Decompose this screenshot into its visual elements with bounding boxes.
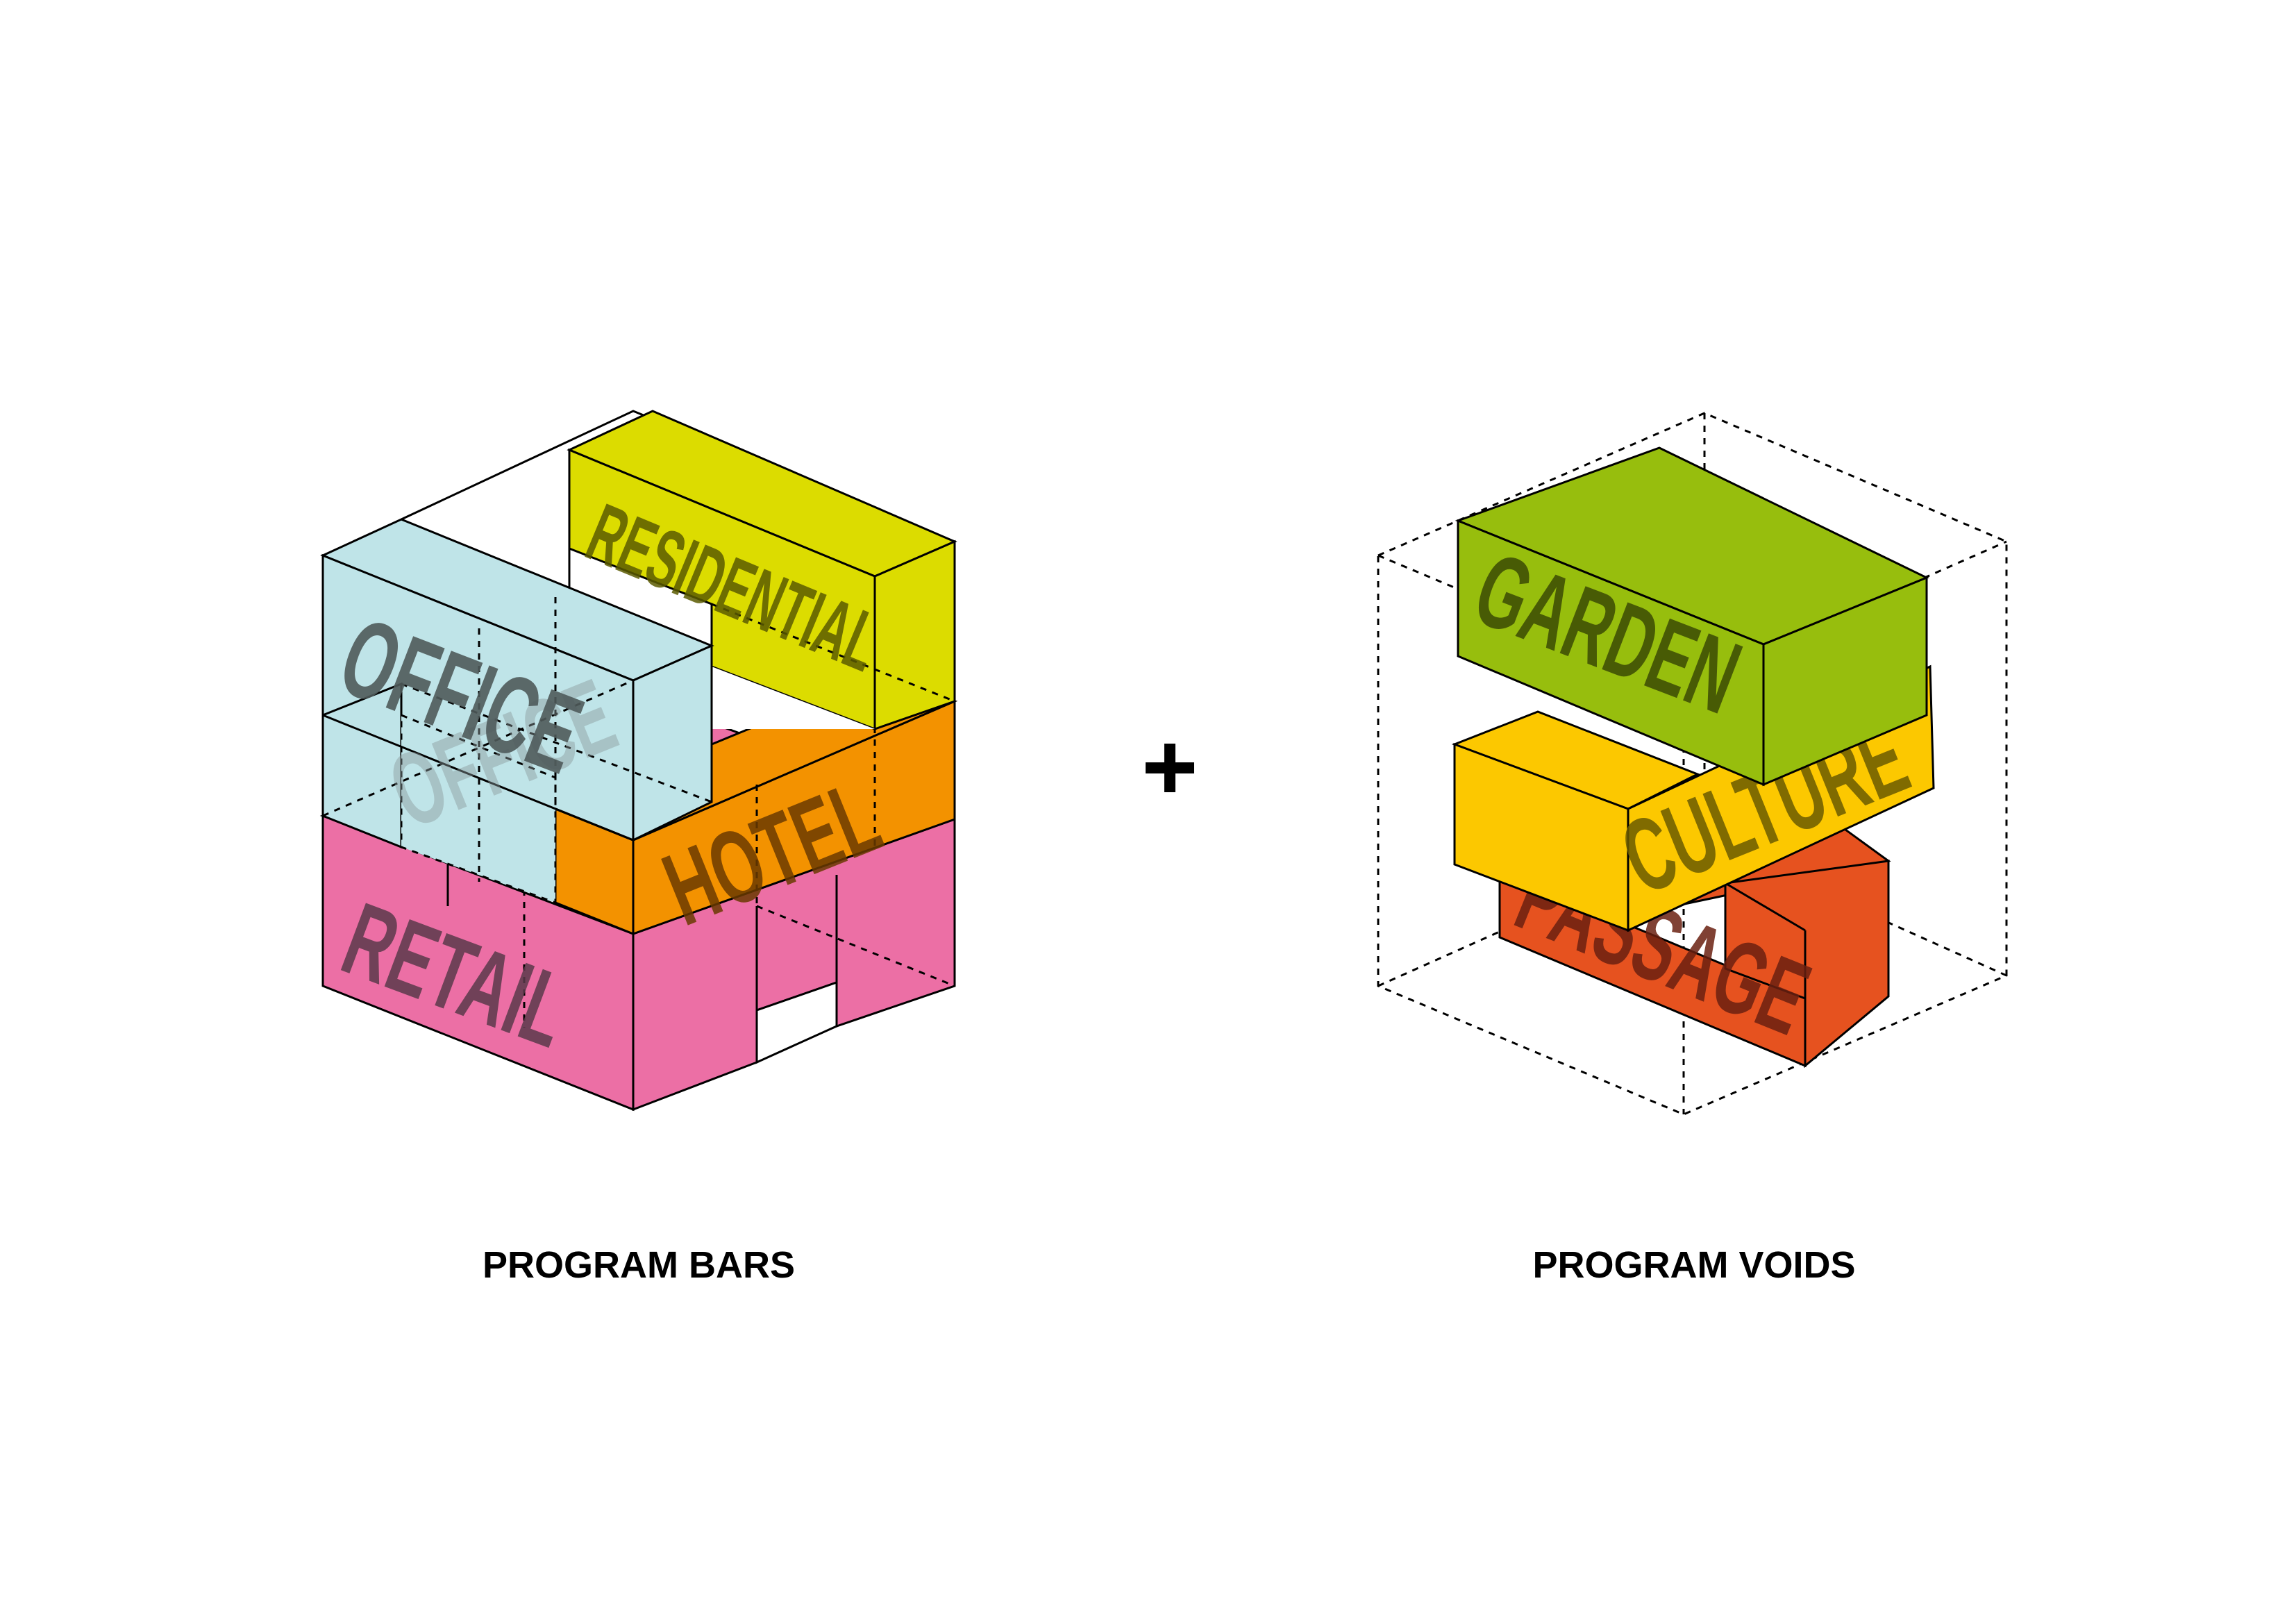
residential-side-face [873,539,956,731]
residential-bar: RESIDENTIAL [567,410,957,731]
residential-courtyard-void [712,667,875,729]
office-side-face [632,644,713,842]
retail-notch-void [755,980,838,1064]
passage-side-face [1724,860,1890,1069]
office-bar: OFFICE OFFICE [320,518,714,905]
garden-side-face [1762,576,1928,787]
program-voids-diagram: PASSAGE CULTURE GARDEN [1377,412,2008,1116]
program-voids-caption: PROGRAM VOIDS [1532,1244,1855,1286]
plus-sign [1146,744,1194,792]
program-bars-caption: PROGRAM BARS [483,1244,795,1286]
program-bars-diagram: RETAIL HOTEL RESIDENTIAL [319,410,958,1112]
